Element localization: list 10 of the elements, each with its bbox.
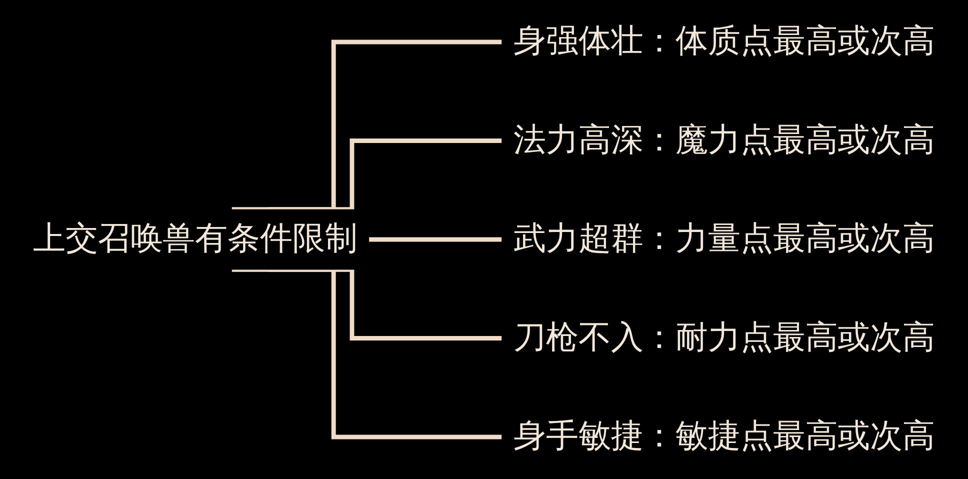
node-label: 身手敏捷：敏捷点最高或次高 <box>513 418 935 456</box>
connector-line <box>268 138 502 212</box>
node-label: 上交召唤兽有条件限制 <box>33 221 358 258</box>
node-label: 法力高深：魔力点最高或次高 <box>513 122 935 160</box>
connector-line <box>369 237 502 242</box>
node-label: 武力超群：力量点最高或次高 <box>513 221 935 258</box>
node-label: 身强体壮：体质点最高或次高 <box>513 24 935 60</box>
node-label: 刀枪不入：耐力点最高或次高 <box>513 320 935 357</box>
connector-line <box>232 40 502 212</box>
connector-line <box>232 268 502 440</box>
